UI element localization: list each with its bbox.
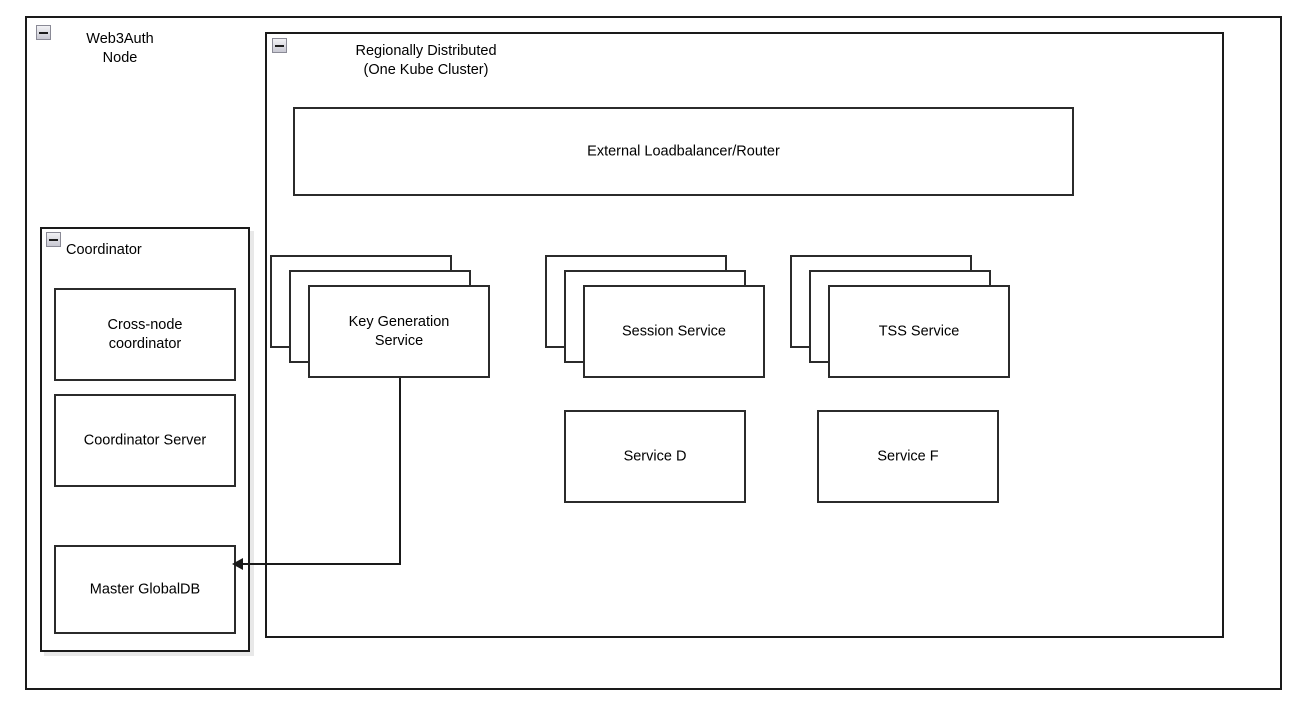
connector-arrowhead-master-globaldb [232, 558, 243, 570]
node-label-service-f: Service F [877, 448, 939, 464]
node-service-d[interactable]: Service D [564, 410, 746, 503]
node-master-globaldb[interactable]: Master GlobalDB [54, 545, 236, 634]
node-label-cross-node-coordinator: Cross-node coordinator [107, 316, 183, 352]
collapse-minus-icon-coordinator[interactable] [46, 232, 61, 247]
collapse-minus-icon-web3auth-node[interactable] [36, 25, 51, 40]
node-label-coordinator-server: Coordinator Server [83, 432, 207, 448]
node-label-tss-service: TSS Service [878, 323, 960, 339]
node-label-session-service: Session Service [622, 323, 726, 339]
node-tss-service[interactable]: TSS Service [828, 285, 1010, 378]
connector-kgs-to-master-globaldb-horizontal [240, 563, 401, 565]
stack-key-generation-service[interactable]: Key Generation Service [270, 255, 490, 378]
node-cross-node-coordinator[interactable]: Cross-node coordinator [54, 288, 236, 381]
node-label-master-globaldb: Master GlobalDB [89, 581, 201, 597]
node-label-key-generation-service: Key Generation Service [348, 313, 450, 349]
node-session-service[interactable]: Session Service [583, 285, 765, 378]
stack-tss-service[interactable]: TSS Service [790, 255, 1010, 378]
node-coordinator-server[interactable]: Coordinator Server [54, 394, 236, 487]
node-label-external-loadbalancer-router: External Loadbalancer/Router [587, 143, 780, 159]
node-external-loadbalancer-router[interactable]: External Loadbalancer/Router [293, 107, 1074, 196]
connector-kgs-to-master-globaldb-vertical [399, 378, 401, 565]
stack-session-service[interactable]: Session Service [545, 255, 765, 378]
collapse-minus-icon-regionally-distributed[interactable] [272, 38, 287, 53]
node-key-generation-service[interactable]: Key Generation Service [308, 285, 490, 378]
node-label-service-d: Service D [623, 448, 687, 464]
node-service-f[interactable]: Service F [817, 410, 999, 503]
